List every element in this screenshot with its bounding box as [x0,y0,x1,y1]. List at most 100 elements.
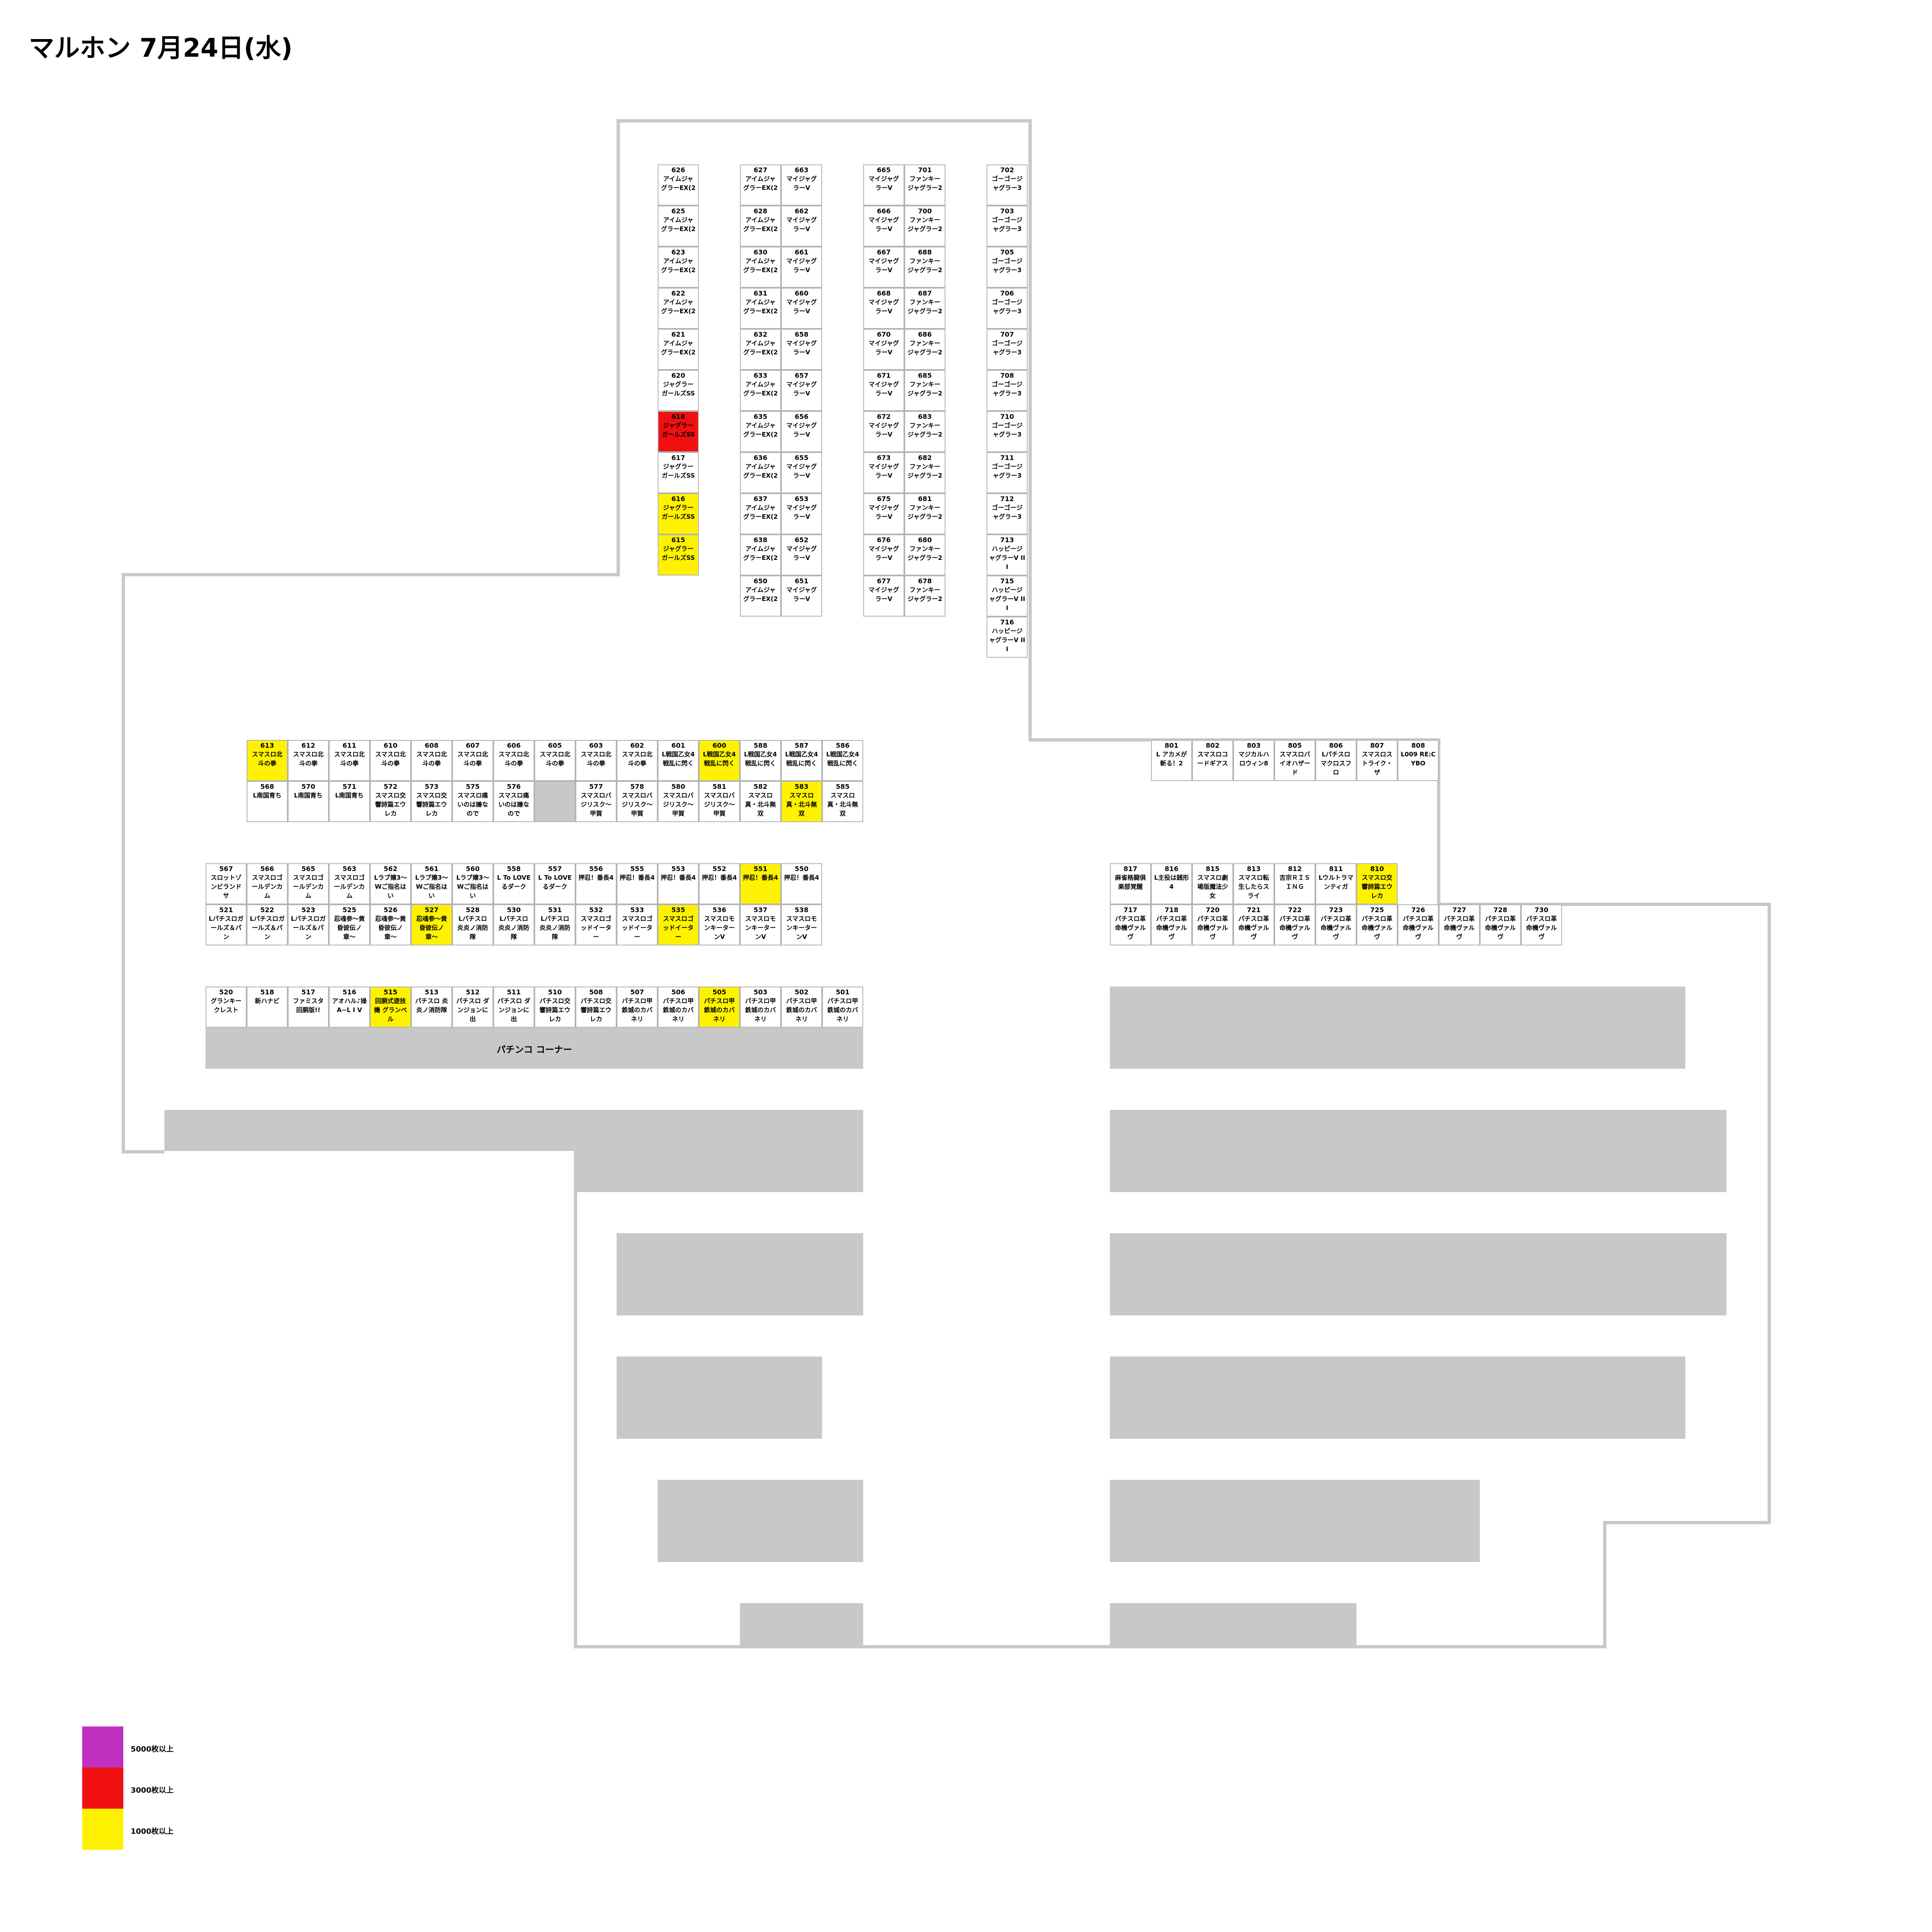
machine-537[interactable]: 537スマスロモンキーターンV [740,904,781,945]
machine-575[interactable]: 575スマスロ痛いのは嫌なので [452,781,493,822]
machine-581[interactable]: 581スマスロバジリスク〜甲賀 [699,781,740,822]
machine-676[interactable]: 676マイジャグラーV [863,534,904,575]
machine-502[interactable]: 502パチスロ甲鉄城のカバネリ [781,987,822,1028]
machine-717[interactable]: 717パチスロ革命機ヴァルヴ [1110,904,1151,945]
machine-661[interactable]: 661マイジャグラーV [781,247,822,288]
machine-571[interactable]: 571L南国育ち [329,781,370,822]
machine-521[interactable]: 521Lパチスロガールズ＆パン [206,904,247,945]
machine-501[interactable]: 501パチスロ甲鉄城のカバネリ [822,987,863,1028]
machine-660[interactable]: 660マイジャグラーV [781,288,822,329]
machine-653[interactable]: 653マイジャグラーV [781,493,822,534]
machine-560[interactable]: 560Lラブ嬢3〜Wご指名はい [452,863,493,904]
machine-722[interactable]: 722パチスロ革命機ヴァルヴ [1274,904,1315,945]
machine-668[interactable]: 668マイジャグラーV [863,288,904,329]
machine-663[interactable]: 663マイジャグラーV [781,164,822,206]
machine-688[interactable]: 688ファンキージャグラー2 [904,247,945,288]
machine-685[interactable]: 685ファンキージャグラー2 [904,370,945,411]
machine-625[interactable]: 625アイムジャグラーEX(2 [658,206,699,247]
machine-675[interactable]: 675マイジャグラーV [863,493,904,534]
machine-650[interactable]: 650アイムジャグラーEX(2 [740,575,781,617]
machine-587[interactable]: 587L戦国乙女4 戦乱に閃く [781,740,822,781]
machine-728[interactable]: 728パチスロ革命機ヴァルヴ [1480,904,1521,945]
machine-817[interactable]: 817麻雀格闘倶楽部覚醒 [1110,863,1151,904]
machine-635[interactable]: 635アイムジャグラーEX(2 [740,411,781,452]
machine-532[interactable]: 532スマスロゴッドイーター [575,904,617,945]
machine-586[interactable]: 586L戦国乙女4 戦乱に閃く [822,740,863,781]
machine-522[interactable]: 522Lパチスロガールズ＆パン [247,904,288,945]
machine-606[interactable]: 606スマスロ北斗の拳 [493,740,534,781]
machine-716[interactable]: 716ハッピージャグラーV III [987,617,1028,658]
machine-630[interactable]: 630アイムジャグラーEX(2 [740,247,781,288]
machine-601[interactable]: 601L戦国乙女4 戦乱に閃く [658,740,699,781]
machine-510[interactable]: 510パチスロ交響詩篇エウレカ [534,987,575,1028]
machine-811[interactable]: 811Lウルトラマンティガ [1315,863,1357,904]
machine-637[interactable]: 637アイムジャグラーEX(2 [740,493,781,534]
machine-730[interactable]: 730パチスロ革命機ヴァルヴ [1521,904,1562,945]
machine-686[interactable]: 686ファンキージャグラー2 [904,329,945,370]
machine-713[interactable]: 713ハッピージャグラーV III [987,534,1028,575]
machine-523[interactable]: 523Lパチスロガールズ＆パン [288,904,329,945]
machine-687[interactable]: 687ファンキージャグラー2 [904,288,945,329]
machine-531[interactable]: 531Lパチスロ 炎炎ノ消防隊 [534,904,575,945]
machine-536[interactable]: 536スマスロモンキーターンV [699,904,740,945]
machine-702[interactable]: 702ゴーゴージャグラー3 [987,164,1028,206]
machine-670[interactable]: 670マイジャグラーV [863,329,904,370]
machine-605[interactable]: 605スマスロ北斗の拳 [534,740,575,781]
machine-803[interactable]: 803マジカルハロウィン8 [1233,740,1274,781]
machine-622[interactable]: 622アイムジャグラーEX(2 [658,288,699,329]
machine-568[interactable]: 568L南国育ち [247,781,288,822]
machine-683[interactable]: 683ファンキージャグラー2 [904,411,945,452]
machine-673[interactable]: 673マイジャグラーV [863,452,904,493]
machine-711[interactable]: 711ゴーゴージャグラー3 [987,452,1028,493]
machine-526[interactable]: 526忍魂参〜黄昏彼伝ノ章〜 [370,904,411,945]
machine-556[interactable]: 556押忍！番長4 [575,863,617,904]
machine-538[interactable]: 538スマスロモンキーターンV [781,904,822,945]
machine-813[interactable]: 813スマスロ転生したらスライ [1233,863,1274,904]
machine-616[interactable]: 616ジャグラーガールズSS [658,493,699,534]
machine-816[interactable]: 816L主役は銭形4 [1151,863,1192,904]
machine-583[interactable]: 583スマスロ真・北斗無双 [781,781,822,822]
machine-628[interactable]: 628アイムジャグラーEX(2 [740,206,781,247]
machine-582[interactable]: 582スマスロ真・北斗無双 [740,781,781,822]
machine-705[interactable]: 705ゴーゴージャグラー3 [987,247,1028,288]
machine-631[interactable]: 631アイムジャグラーEX(2 [740,288,781,329]
machine-506[interactable]: 506パチスロ甲鉄城のカバネリ [658,987,699,1028]
machine-615[interactable]: 615ジャグラーガールズSS [658,534,699,575]
machine-563[interactable]: 563スマスロゴールデンカム [329,863,370,904]
machine-530[interactable]: 530Lパチスロ 炎炎ノ消防隊 [493,904,534,945]
machine-715[interactable]: 715ハッピージャグラーV III [987,575,1028,617]
machine-651[interactable]: 651マイジャグラーV [781,575,822,617]
machine-555[interactable]: 555押忍！番長4 [617,863,658,904]
machine-603[interactable]: 603スマスロ北斗の拳 [575,740,617,781]
machine-707[interactable]: 707ゴーゴージャグラー3 [987,329,1028,370]
machine-607[interactable]: 607スマスロ北斗の拳 [452,740,493,781]
machine-561[interactable]: 561Lラブ嬢3〜Wご指名はい [411,863,452,904]
machine-667[interactable]: 667マイジャグラーV [863,247,904,288]
machine-525[interactable]: 525忍魂参〜黄昏彼伝ノ章〜 [329,904,370,945]
machine-801[interactable]: 801L アカメが斬る！2 [1151,740,1192,781]
machine-727[interactable]: 727パチスロ革命機ヴァルヴ [1439,904,1480,945]
machine-703[interactable]: 703ゴーゴージャグラー3 [987,206,1028,247]
machine-608[interactable]: 608スマスロ北斗の拳 [411,740,452,781]
machine-516[interactable]: 516アオハル♪操 A−L I V [329,987,370,1028]
machine-612[interactable]: 612スマスロ北斗の拳 [288,740,329,781]
machine-802[interactable]: 802スマスロコードギアス [1192,740,1233,781]
machine-721[interactable]: 721パチスロ革命機ヴァルヴ [1233,904,1274,945]
machine-678[interactable]: 678ファンキージャグラー2 [904,575,945,617]
machine-552[interactable]: 552押忍！番長4 [699,863,740,904]
machine-600[interactable]: 600L戦国乙女4 戦乱に閃く [699,740,740,781]
machine-517[interactable]: 517ファミスタ回胴版!! [288,987,329,1028]
machine-611[interactable]: 611スマスロ北斗の拳 [329,740,370,781]
machine-565[interactable]: 565スマスロゴールデンカム [288,863,329,904]
machine-652[interactable]: 652マイジャグラーV [781,534,822,575]
machine-662[interactable]: 662マイジャグラーV [781,206,822,247]
machine-507[interactable]: 507パチスロ甲鉄城のカバネリ [617,987,658,1028]
machine-613[interactable]: 613スマスロ北斗の拳 [247,740,288,781]
machine-572[interactable]: 572スマスロ交響詩篇エウレカ [370,781,411,822]
machine-708[interactable]: 708ゴーゴージャグラー3 [987,370,1028,411]
machine-512[interactable]: 512パチスロ ダンジョンに出 [452,987,493,1028]
machine-810[interactable]: 810スマスロ交響詩篇エウレカ [1357,863,1398,904]
machine-528[interactable]: 528Lパチスロ 炎炎ノ消防隊 [452,904,493,945]
machine-815[interactable]: 815スマスロ劇場版魔法少女 [1192,863,1233,904]
machine-710[interactable]: 710ゴーゴージャグラー3 [987,411,1028,452]
